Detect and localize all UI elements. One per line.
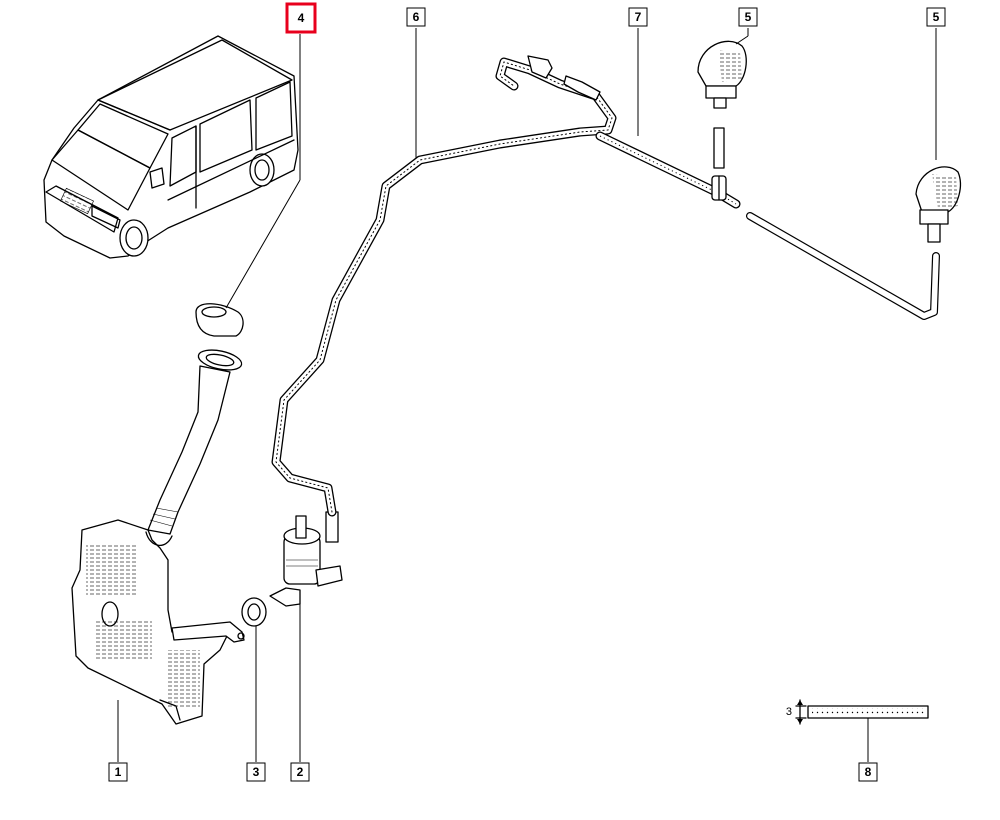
pump-grommet <box>241 597 267 627</box>
svg-text:2: 2 <box>297 765 304 779</box>
svg-text:5: 5 <box>745 10 752 24</box>
filler-neck <box>145 349 243 546</box>
washer-nozzle-right <box>915 166 962 243</box>
washer-pump <box>269 511 343 607</box>
washer-nozzle-left <box>697 40 747 169</box>
washer-reservoir <box>71 519 245 725</box>
callout-5-left: 5 <box>738 7 758 27</box>
reservoir-cap <box>195 303 244 337</box>
svg-text:8: 8 <box>865 765 872 779</box>
callout-6: 6 <box>406 7 426 27</box>
callout-3: 3 <box>246 762 266 782</box>
callout-4: 4 <box>285 2 317 34</box>
callout-8: 8 <box>858 762 878 782</box>
callout-1: 1 <box>108 762 128 782</box>
van-illustration <box>43 35 299 259</box>
hose-section-sample <box>795 699 929 725</box>
main-washer-hose <box>271 55 617 517</box>
svg-text:1: 1 <box>115 765 122 779</box>
hose-diameter-dimension: 3 <box>786 706 792 718</box>
nozzle-feed-hose <box>595 131 741 209</box>
svg-text:6: 6 <box>413 10 420 24</box>
callout-5-right: 5 <box>926 7 946 27</box>
callout-2: 2 <box>290 762 310 782</box>
right-nozzle-hose <box>746 212 940 320</box>
callout-7: 7 <box>628 7 648 27</box>
svg-text:5: 5 <box>933 10 940 24</box>
svg-text:4: 4 <box>298 11 305 25</box>
svg-text:7: 7 <box>635 10 642 24</box>
svg-text:3: 3 <box>253 765 260 779</box>
leader-lines <box>117 28 937 762</box>
